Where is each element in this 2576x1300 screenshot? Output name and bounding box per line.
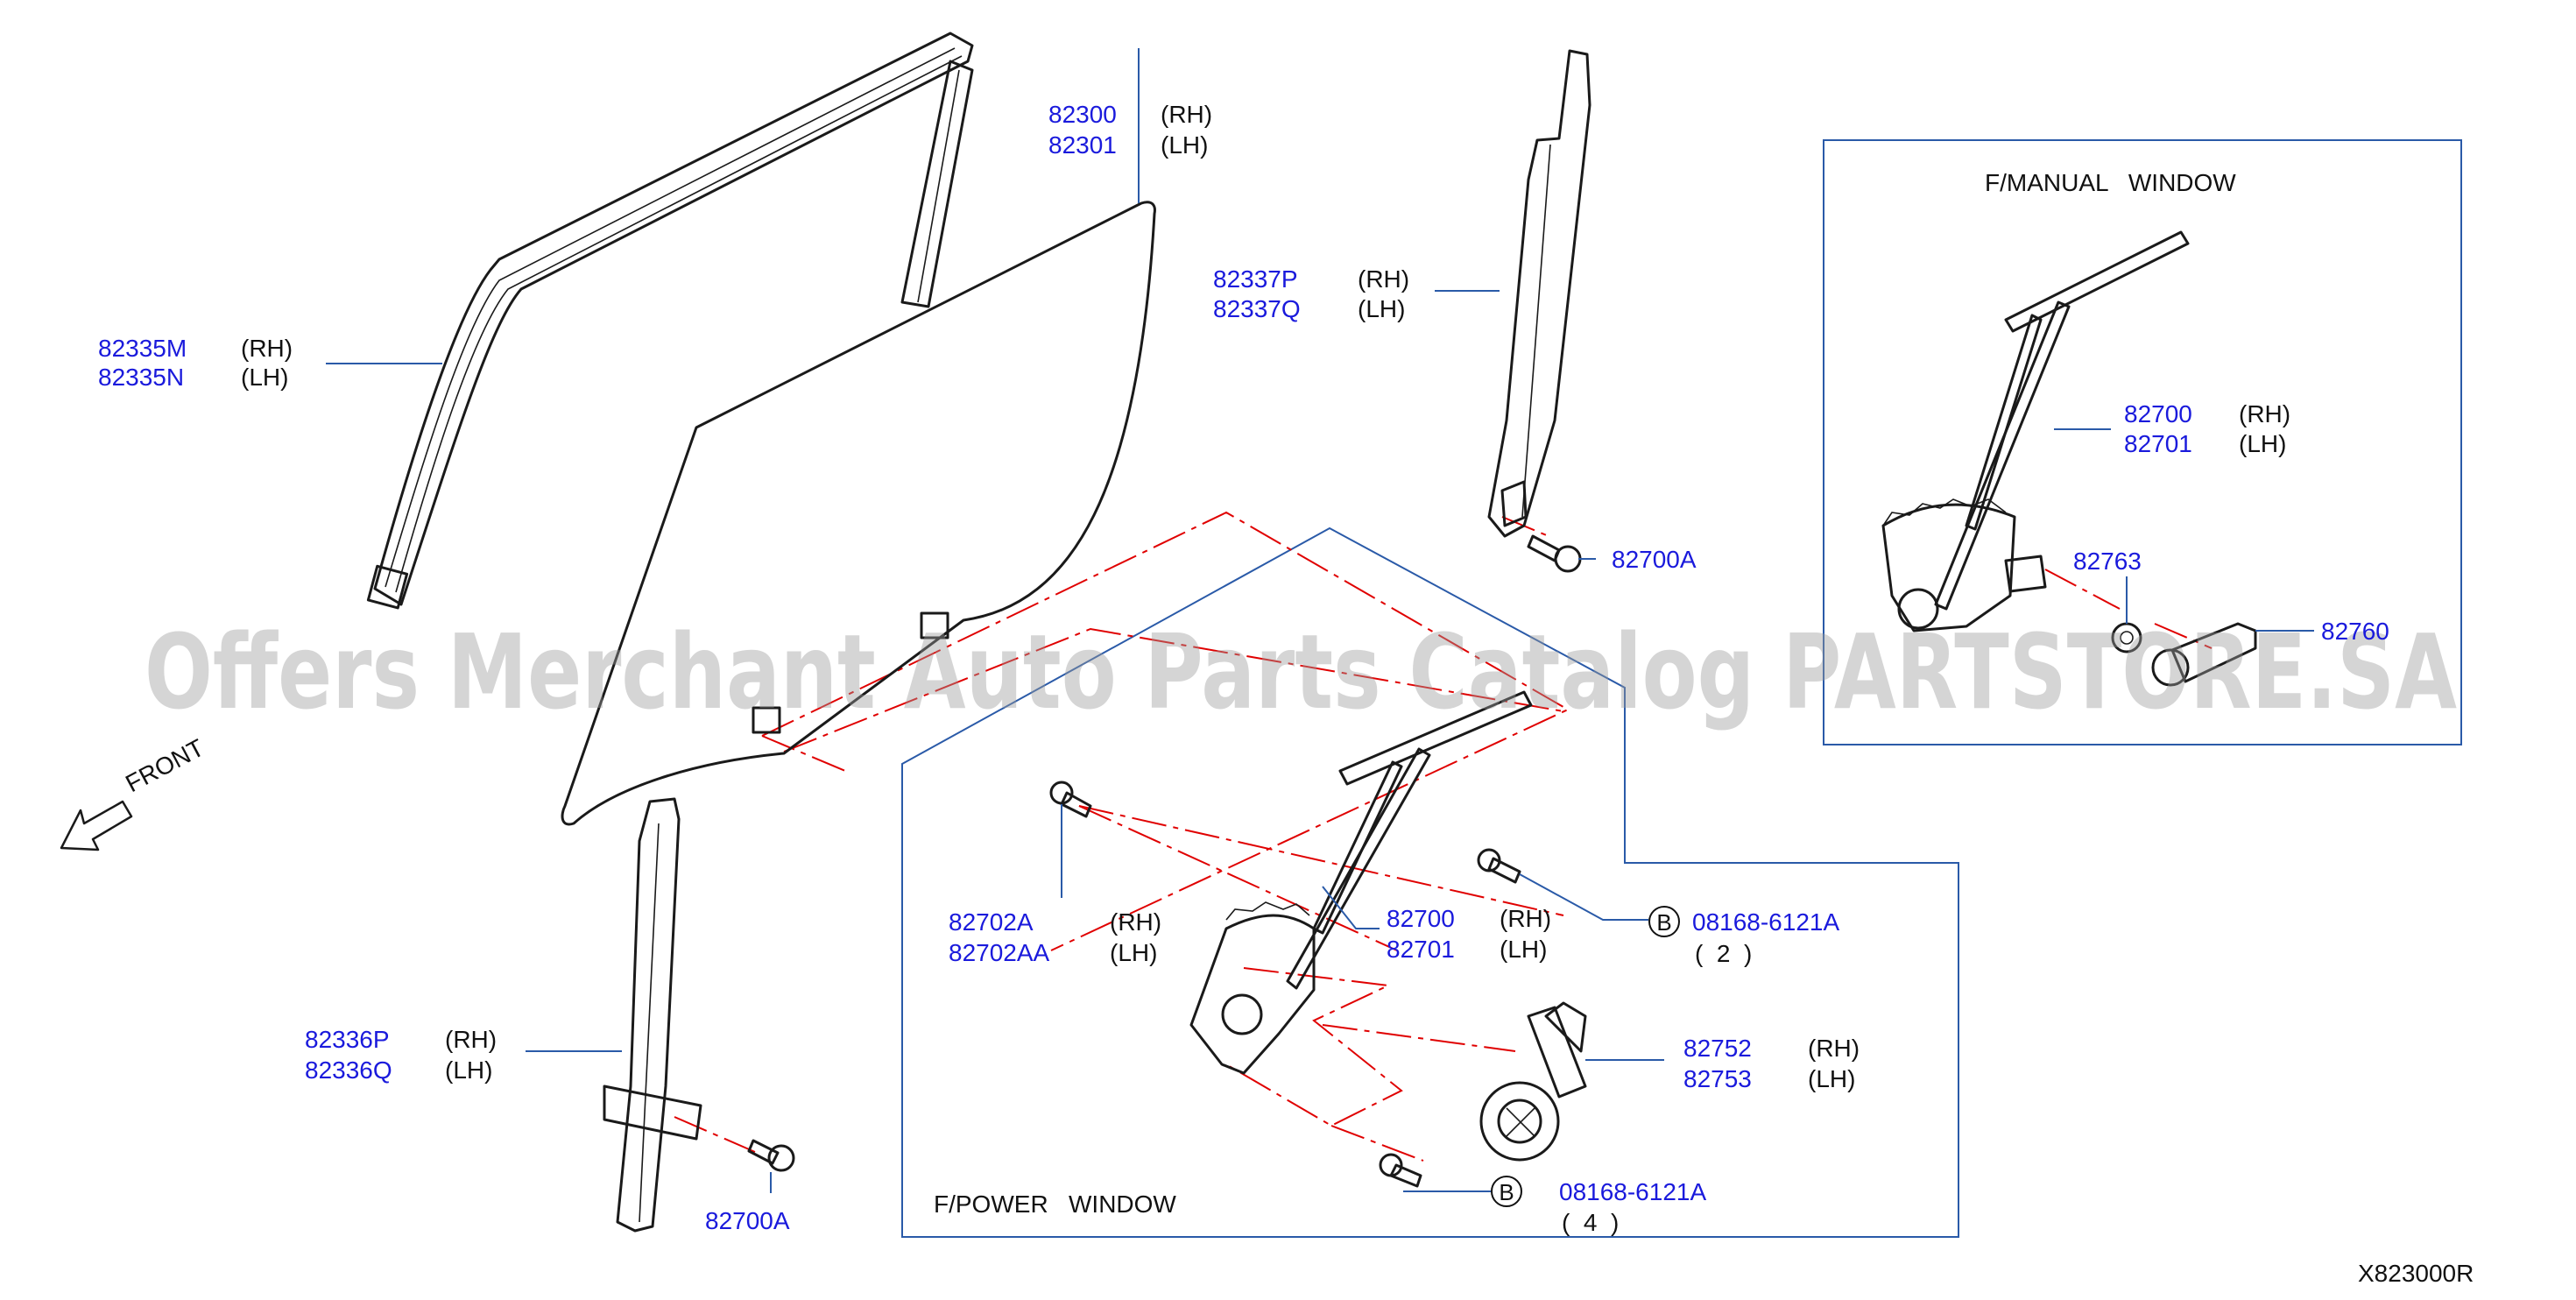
power-window-regulator bbox=[1189, 690, 1533, 1075]
svg-text:B: B bbox=[1656, 909, 1671, 936]
side-rh: (RH) bbox=[445, 1026, 497, 1053]
part-82700-manual: 82700 bbox=[2124, 400, 2192, 427]
side-lh: (LH) bbox=[1110, 939, 1157, 966]
bolt-82700a-lower bbox=[747, 1139, 795, 1172]
side-rh: (RH) bbox=[1358, 265, 1409, 293]
side-lh: (LH) bbox=[241, 364, 288, 391]
side-rh: (RH) bbox=[241, 335, 293, 362]
part-82752: 82752 bbox=[1683, 1035, 1752, 1062]
bolt-82700a-upper bbox=[1527, 534, 1582, 573]
qty-lower: ( 4 ) bbox=[1562, 1209, 1619, 1236]
part-82760: 82760 bbox=[2321, 618, 2389, 645]
door-sash bbox=[366, 32, 974, 610]
side-lh: (LH) bbox=[1358, 295, 1405, 322]
side-rh: (RH) bbox=[2239, 400, 2290, 427]
side-rh: (RH) bbox=[1110, 908, 1161, 936]
window-motor bbox=[1479, 1001, 1587, 1162]
part-82700-power: 82700 bbox=[1387, 905, 1455, 932]
qty-upper: ( 2 ) bbox=[1695, 940, 1752, 967]
part-82335m: 82335M bbox=[98, 335, 187, 362]
diagram-code: X823000R bbox=[2358, 1260, 2474, 1287]
front-channel bbox=[603, 797, 702, 1233]
part-82701-power: 82701 bbox=[1387, 936, 1455, 963]
door-glass bbox=[561, 201, 1156, 826]
side-rh: (RH) bbox=[1161, 101, 1212, 128]
side-rh: (RH) bbox=[1500, 905, 1551, 932]
side-lh: (LH) bbox=[445, 1056, 492, 1084]
bolt-08168-upper bbox=[1477, 848, 1521, 884]
part-82337p: 82337P bbox=[1213, 265, 1298, 293]
part-82337q: 82337Q bbox=[1213, 295, 1301, 322]
bolt-08168-lower bbox=[1379, 1153, 1422, 1188]
part-82300: 82300 bbox=[1048, 101, 1117, 128]
part-82336q: 82336Q bbox=[305, 1056, 392, 1084]
part-82700a-lower: 82700A bbox=[705, 1207, 790, 1234]
power-window-box bbox=[901, 526, 1959, 1238]
side-lh: (LH) bbox=[1161, 131, 1208, 159]
svg-text:B: B bbox=[1499, 1179, 1514, 1205]
part-08168-6121a-lower: 08168-6121A bbox=[1559, 1178, 1706, 1205]
watermark: Offers Merchant Auto Parts Catalog PARTS… bbox=[145, 611, 2457, 732]
manual-window-box bbox=[1823, 139, 2462, 745]
side-lh: (LH) bbox=[2239, 430, 2286, 457]
part-82753: 82753 bbox=[1683, 1065, 1752, 1092]
rear-channel bbox=[1487, 49, 1591, 538]
part-82336p: 82336P bbox=[305, 1026, 390, 1053]
leader-lines bbox=[326, 48, 2314, 1193]
power-window-title: F/POWER WINDOW bbox=[934, 1190, 1176, 1218]
manual-window-regulator bbox=[1881, 230, 2190, 632]
part-82700a-upper: 82700A bbox=[1612, 546, 1697, 573]
front-arrow-icon bbox=[60, 800, 133, 851]
locator-lines bbox=[674, 511, 2213, 1162]
part-82335n: 82335N bbox=[98, 364, 184, 391]
part-82701-manual: 82701 bbox=[2124, 430, 2192, 457]
side-rh: (RH) bbox=[1808, 1035, 1860, 1062]
circle-b-marker-upper: B bbox=[1648, 906, 1680, 937]
side-lh: (LH) bbox=[1500, 936, 1547, 963]
part-82702aa: 82702AA bbox=[949, 939, 1050, 966]
window-handle-82760 bbox=[2151, 622, 2257, 687]
part-08168-6121a-upper: 08168-6121A bbox=[1692, 908, 1839, 936]
manual-window-title: F/MANUAL WINDOW bbox=[1985, 169, 2236, 196]
part-82702a: 82702A bbox=[949, 908, 1034, 936]
front-label: FRONT bbox=[121, 734, 208, 798]
part-82301: 82301 bbox=[1048, 131, 1117, 159]
bolt-82702a bbox=[1049, 781, 1092, 818]
part-82763: 82763 bbox=[2073, 548, 2142, 575]
circle-b-marker-lower: B bbox=[1491, 1176, 1522, 1207]
side-lh: (LH) bbox=[1808, 1065, 1855, 1092]
